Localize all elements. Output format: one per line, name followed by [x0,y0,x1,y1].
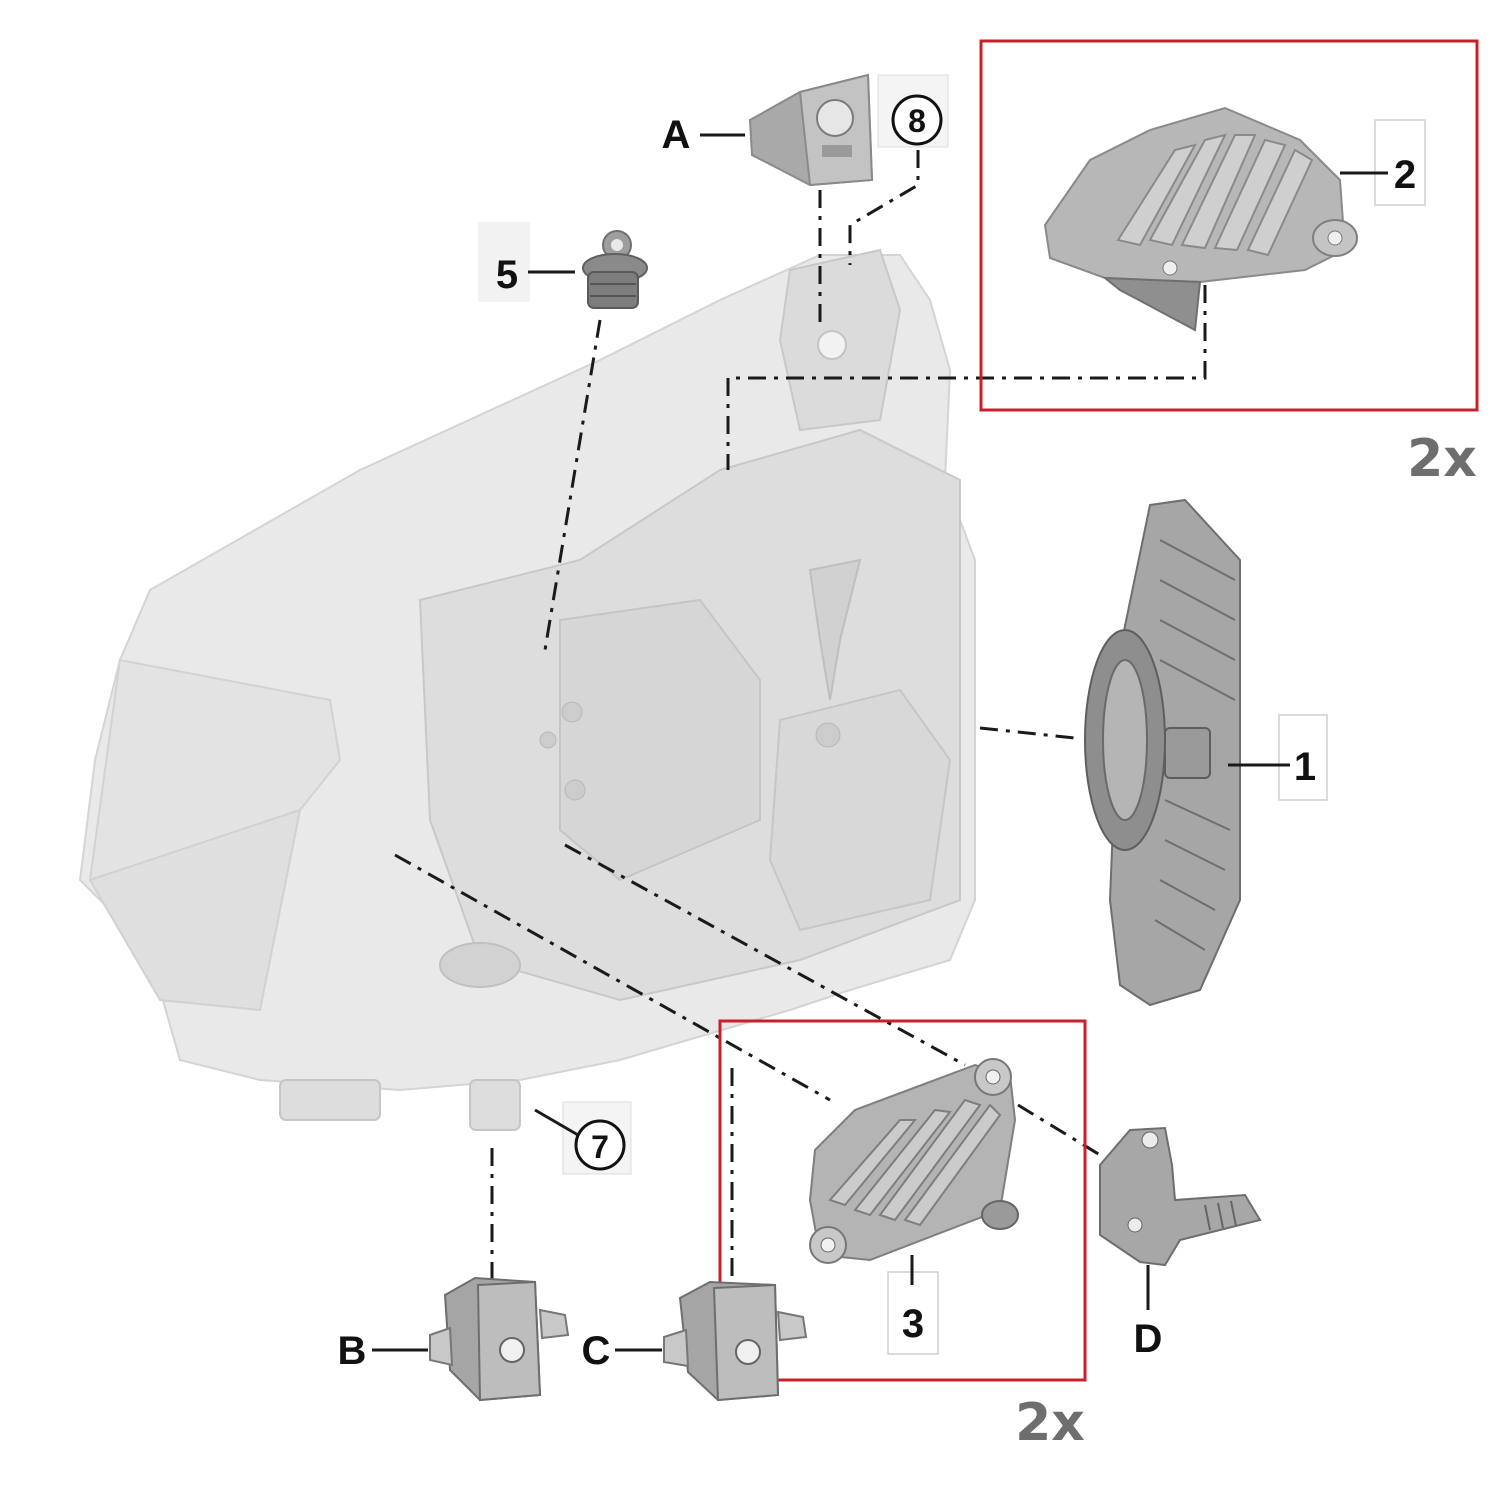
part-D-label: D [1134,1317,1163,1361]
highlight-box-part-2 [979,39,1479,412]
part-B-clip[interactable] [429,1276,570,1402]
housing-bezel [88,658,342,882]
part-5-label: 5 [496,253,518,297]
part-A-label: A [662,113,691,157]
highlight-box-part-3 [718,1019,1087,1382]
part-7-label: 7 [591,1129,609,1165]
part-C-clip[interactable] [663,1280,808,1402]
housing-module-block [559,598,761,882]
housing-bottom-tab [469,1079,521,1131]
part-C-label: C [582,1329,611,1373]
line-part-1 [979,726,1076,740]
line-part-5 [543,319,602,651]
part-1-label: 1 [1294,745,1316,789]
housing-funnel [808,558,862,701]
quantity-note-bottom: 2x [1015,1393,1085,1453]
part-7-circle [574,1119,626,1171]
housing-module-block-2 [768,688,952,932]
line-part-8 [848,150,920,265]
part-7-leader [534,1108,579,1137]
part-5-grommet[interactable] [582,230,648,309]
headlight-housing [78,248,976,1131]
part-2-label-box [1374,119,1426,206]
part-5-label-box [478,222,530,302]
housing-knob-3 [564,779,586,801]
housing-knob [561,701,583,723]
quantity-note-top: 2x [1407,429,1477,489]
line-part-2 [726,285,1207,470]
part-1-label-box [1278,714,1328,801]
part-A-bracket[interactable] [748,73,874,187]
housing-bottom-socket [439,942,521,988]
housing-knob-2 [539,731,557,749]
part-2-label: 2 [1394,153,1416,197]
housing-bracket-hole [817,330,847,360]
part-D-bracket[interactable] [1099,1126,1262,1267]
part-8-circle [891,94,943,146]
part-2-control-module[interactable] [1043,106,1358,332]
housing-knob-4 [815,722,841,748]
part-8-label: 8 [908,103,926,139]
line-part-3 [394,853,831,1102]
part-3-label: 3 [902,1302,924,1346]
housing-bottom-tab-2 [279,1079,381,1121]
part-3-led-driver[interactable] [808,1058,1019,1264]
housing-lower-lip [88,808,302,1012]
part-B-label: B [338,1329,367,1373]
part-1-headlight-module[interactable] [1084,498,1241,1007]
